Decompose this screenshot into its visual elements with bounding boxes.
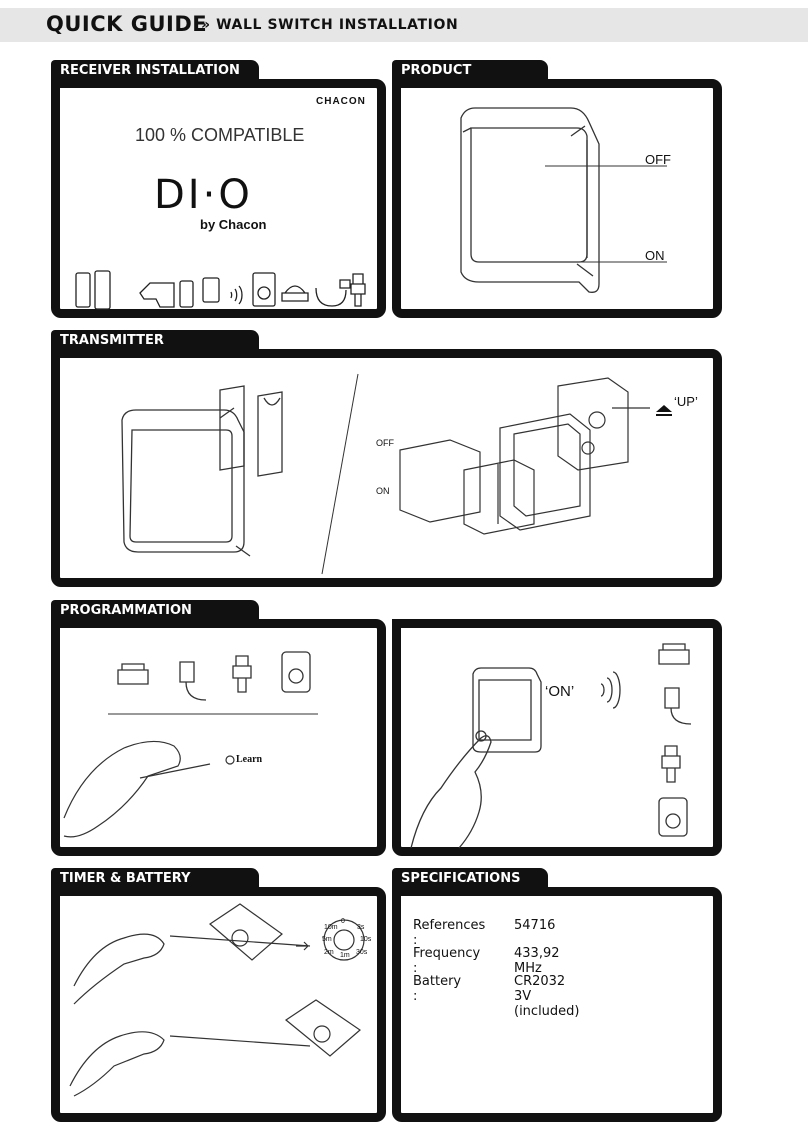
adhesive-strip-icon xyxy=(257,391,283,477)
spec-label: Battery : xyxy=(413,974,462,1004)
off-label: OFF xyxy=(645,152,671,167)
page-subtitle: » WALL SWITCH INSTALLATION xyxy=(201,17,459,33)
dial-10m: 10m xyxy=(324,924,338,931)
section-title: SPECIFICATIONS xyxy=(401,871,521,886)
signal-icon xyxy=(230,285,243,305)
up-arrow-icon xyxy=(656,405,672,412)
module-icon xyxy=(117,663,149,685)
switch-illustration xyxy=(460,107,667,293)
programmation-left-panel: Learn xyxy=(51,619,386,856)
specifications-panel: References : 54716 Frequency : 433,92 MH… xyxy=(392,887,722,1122)
spec-label: References : xyxy=(413,918,486,948)
transmitter-panel: OFF ON ‘UP’ xyxy=(51,349,722,587)
cable-module-icon xyxy=(179,661,207,701)
off-label: OFF xyxy=(376,438,394,448)
section-tab-receiver: RECEIVER INSTALLATION xyxy=(51,60,259,82)
dial-5m: 5m xyxy=(322,936,332,943)
wall-switch-icon xyxy=(179,280,194,308)
brand-label: CHACON xyxy=(316,96,366,107)
on-label: ON xyxy=(376,486,390,496)
programmation-right-panel: ‘ON’ xyxy=(392,619,722,856)
spec-value: CR2032 3V (included) xyxy=(514,974,580,1019)
up-label: ‘UP’ xyxy=(674,394,698,409)
remote-icon xyxy=(75,272,91,308)
dio-logo: DI·O xyxy=(154,172,253,218)
cable-module-icon xyxy=(664,687,692,725)
plug-socket-icon xyxy=(658,797,688,837)
learn-label: Learn xyxy=(236,754,263,765)
switch-back-icon xyxy=(209,903,283,961)
page-title: QUICK GUIDE xyxy=(46,12,208,36)
plug-socket-icon xyxy=(281,651,311,693)
compat-label: 100 % COMPATIBLE xyxy=(135,125,305,145)
section-tab-product: PRODUCT xyxy=(392,60,548,82)
dio-logo-sub: by Chacon xyxy=(200,217,267,232)
press-on-illustration xyxy=(410,643,692,849)
on-label: ON xyxy=(645,248,665,263)
transmitter-illustration xyxy=(121,373,672,575)
cable-module-icon xyxy=(315,279,351,307)
receiver-panel: CHACON 100 % COMPATIBLE DI·O by Chacon xyxy=(51,79,386,318)
dial-30s: 30s xyxy=(356,949,368,956)
light-fitting-icon xyxy=(139,282,175,308)
switch-back-icon xyxy=(284,999,361,1057)
backplate-icon xyxy=(557,377,629,471)
receiver-device-icons xyxy=(75,270,366,310)
dial-10s: 10s xyxy=(360,936,372,943)
bulb-socket-icon xyxy=(661,745,681,783)
spec-label: Frequency : xyxy=(413,946,481,976)
section-tab-specifications: SPECIFICATIONS xyxy=(392,868,548,890)
timer-dial-icon xyxy=(323,919,365,961)
remote-icon xyxy=(94,270,111,310)
dial-3s: 3s xyxy=(357,924,365,931)
dial-1m: 1m xyxy=(340,952,350,959)
spec-value: 433,92 MHz xyxy=(514,946,560,976)
module-icon xyxy=(658,643,690,665)
on-label: ‘ON’ xyxy=(545,683,575,700)
learn-illustration xyxy=(63,651,318,838)
dial-0: 0 xyxy=(341,918,345,925)
section-title: RECEIVER INSTALLATION xyxy=(60,63,240,78)
section-title: PRODUCT xyxy=(401,63,472,78)
timer-panel: 10m 0 3s 5m 10s 2m 1m 30s xyxy=(51,887,386,1122)
page-header: QUICK GUIDE » WALL SWITCH INSTALLATION xyxy=(0,8,808,42)
spec-value: 54716 xyxy=(514,918,556,933)
section-title: PROGRAMMATION xyxy=(60,603,192,618)
section-tab-programmation: PROGRAMMATION xyxy=(51,600,259,622)
socket-icon xyxy=(202,277,220,303)
product-panel: OFF ON xyxy=(392,79,722,318)
adhesive-strip-icon xyxy=(219,385,245,471)
dial-2m: 2m xyxy=(324,949,334,956)
plug-socket-icon xyxy=(252,272,276,307)
bulb-socket-icon xyxy=(350,273,366,307)
timer-illustration xyxy=(69,903,365,1097)
module-icon xyxy=(281,285,309,302)
bulb-socket-icon xyxy=(232,655,252,693)
